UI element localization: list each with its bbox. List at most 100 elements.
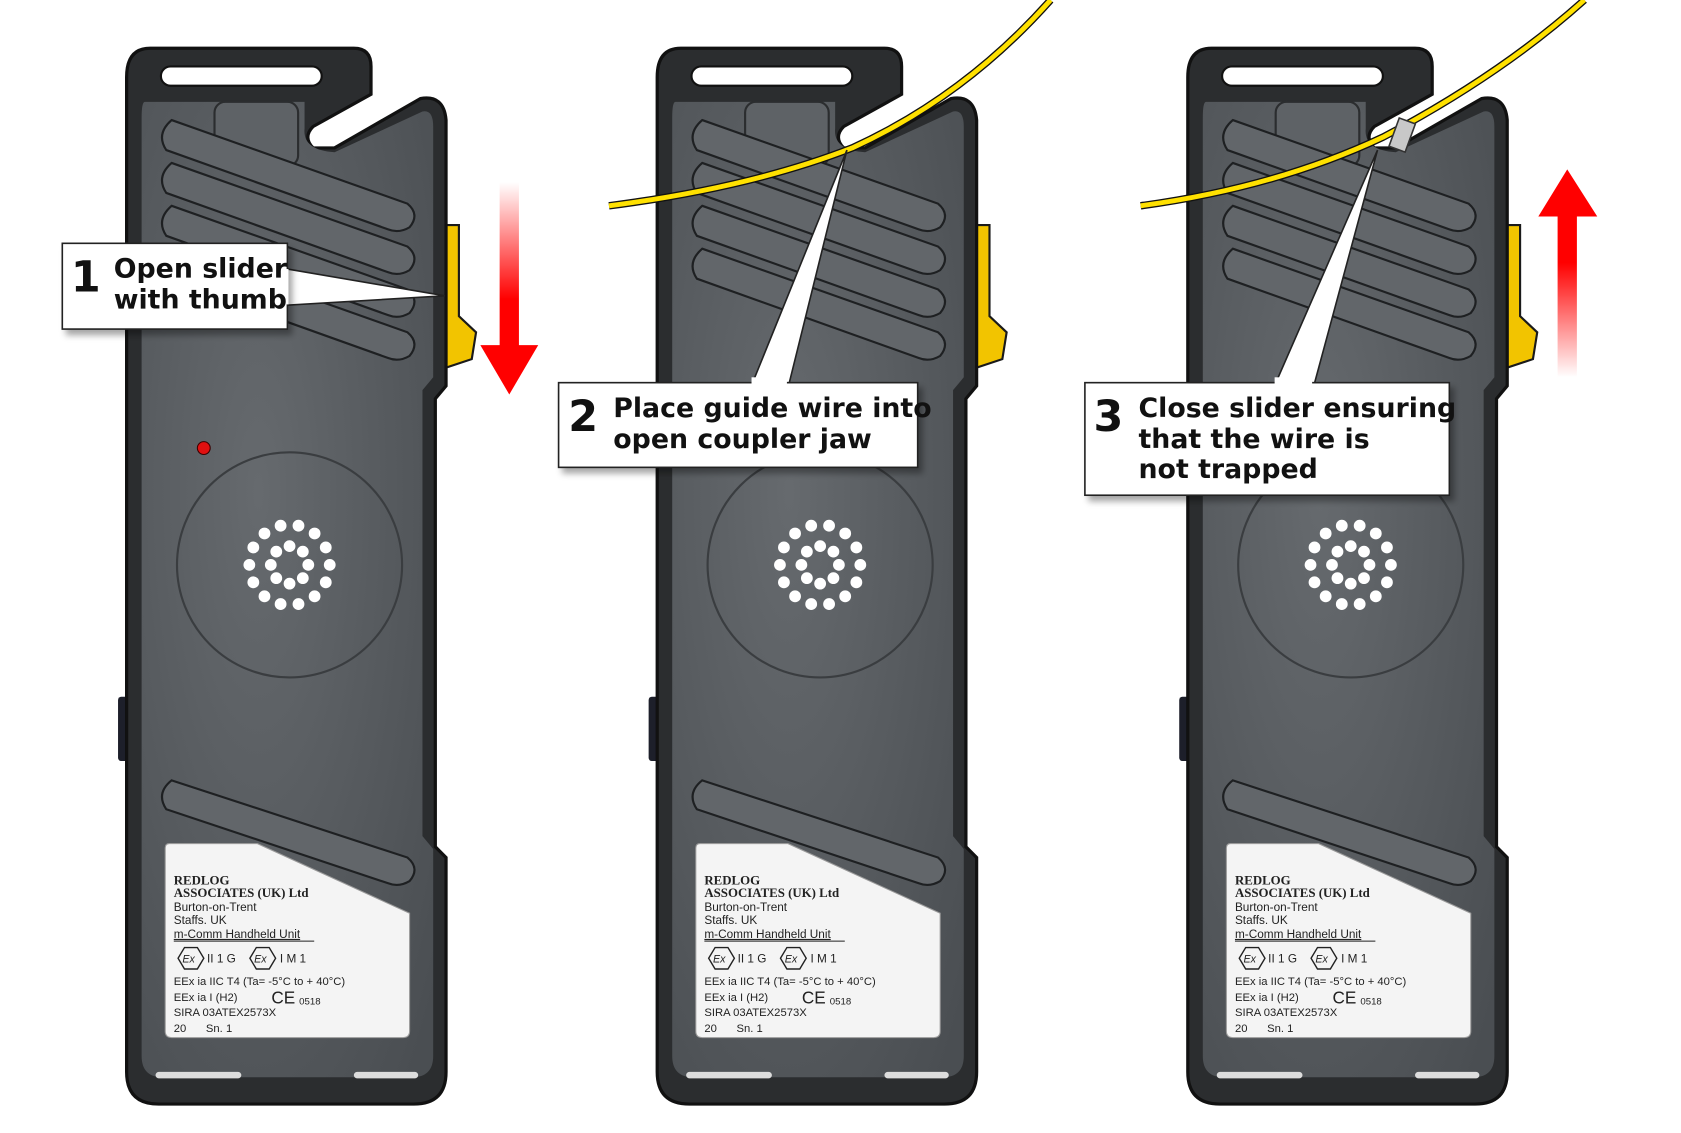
plate-line: REDLOG bbox=[174, 873, 230, 887]
step-number: 2 bbox=[568, 392, 598, 442]
step-text: Close slider ensuring bbox=[1138, 393, 1456, 424]
speaker-hole bbox=[823, 598, 835, 610]
ex-mark-text: Ex bbox=[713, 954, 726, 966]
speaker-hole bbox=[302, 558, 315, 571]
plate-line: ASSOCIATES (UK) Ltd bbox=[174, 886, 309, 900]
plate-line: II 1 G bbox=[207, 953, 236, 966]
speaker-hole bbox=[854, 558, 867, 571]
plate-line: m-Comm Handheld Unit bbox=[174, 928, 301, 941]
step-text: with thumb bbox=[114, 285, 287, 316]
speaker-hole bbox=[839, 590, 852, 603]
ex-mark-text: Ex bbox=[254, 954, 267, 966]
speaker-hole bbox=[247, 576, 260, 589]
plate-line: Staffs. UK bbox=[1235, 914, 1288, 927]
ce-mark: CE bbox=[1333, 987, 1357, 1007]
speaker-hole bbox=[1335, 598, 1348, 610]
speaker-hole bbox=[1381, 576, 1393, 589]
plate-line: SIRA 03ATEX2573X bbox=[704, 1007, 807, 1019]
callout-step-1: 1 Open slider with thumb bbox=[61, 242, 446, 330]
plate-line: EEx ia I (H2) bbox=[704, 992, 768, 1004]
plate-line: SIRA 03ATEX2573X bbox=[174, 1007, 277, 1019]
speaker-hole bbox=[778, 576, 790, 589]
ce-number: 0518 bbox=[830, 996, 851, 1007]
ex-mark-icon bbox=[779, 946, 808, 970]
speaker-hole bbox=[805, 598, 818, 610]
guide-wire-step-2-fill bbox=[608, 0, 1053, 209]
speaker-hole bbox=[823, 519, 835, 532]
ex-mark-text: Ex bbox=[182, 954, 195, 966]
speaker-hole bbox=[323, 558, 336, 571]
ex-mark-icon bbox=[1238, 946, 1266, 970]
speaker-hole bbox=[1369, 590, 1382, 603]
speaker-hole bbox=[1385, 558, 1397, 571]
grip-grooves bbox=[1222, 118, 1477, 887]
callout-box bbox=[557, 381, 919, 469]
speaker-hole bbox=[308, 590, 321, 603]
speaker-hole bbox=[270, 572, 283, 585]
speaker-hole bbox=[1308, 576, 1321, 589]
speaker-hole bbox=[270, 545, 283, 558]
speaker-hole bbox=[258, 527, 271, 540]
plate-line: EEx ia I (H2) bbox=[1235, 992, 1299, 1004]
handle-slot bbox=[159, 65, 323, 87]
speaker-hole bbox=[850, 576, 863, 589]
speaker-hole bbox=[1344, 577, 1357, 590]
speaker-hole bbox=[1381, 541, 1393, 554]
speaker-hole bbox=[1331, 572, 1344, 585]
plate-line: 20 bbox=[1235, 1023, 1248, 1035]
ex-mark-text: Ex bbox=[785, 954, 798, 966]
plate-line: SIRA 03ATEX2573X bbox=[1235, 1007, 1338, 1019]
handheld-unit-step-3: REDLOG ASSOCIATES (UK) Ltd Burton-on-Tre… bbox=[1179, 46, 1539, 1106]
speaker-hole bbox=[789, 527, 801, 540]
plate-line: Sn. 1 bbox=[206, 1023, 232, 1035]
plate-line: Burton-on-Trent bbox=[704, 901, 787, 914]
grip-grooves bbox=[160, 118, 416, 887]
speaker-hole bbox=[1358, 545, 1370, 558]
plate-line: I M 1 bbox=[810, 953, 836, 966]
bottom-foot bbox=[155, 1071, 242, 1079]
speaker-hole bbox=[1319, 590, 1332, 603]
info-plate-text: REDLOG ASSOCIATES (UK) Ltd Burton-on-Tre… bbox=[704, 873, 876, 1035]
speaker-hole bbox=[1308, 541, 1321, 554]
ex-mark-icon bbox=[707, 946, 736, 970]
speaker-hole bbox=[827, 572, 840, 585]
speaker-hole bbox=[1326, 558, 1338, 571]
speaker-hole bbox=[1353, 519, 1366, 532]
speaker-grille bbox=[243, 519, 336, 610]
speaker-grille bbox=[774, 519, 867, 610]
bottom-foot bbox=[353, 1071, 419, 1079]
speaker-hole bbox=[243, 558, 256, 571]
step-text: Open slider bbox=[114, 254, 288, 285]
plate-line: Burton-on-Trent bbox=[174, 901, 257, 914]
speaker-hole bbox=[795, 558, 808, 571]
closed-slider-jaw bbox=[1387, 116, 1417, 154]
speaker-hole bbox=[274, 519, 287, 532]
plate-line: Burton-on-Trent bbox=[1235, 901, 1318, 914]
plate-line: Sn. 1 bbox=[737, 1023, 763, 1035]
plate-line: m-Comm Handheld Unit bbox=[1235, 928, 1362, 941]
speaker-hole bbox=[1369, 527, 1382, 540]
speaker-hole bbox=[292, 598, 305, 610]
ex-mark-icon bbox=[177, 946, 205, 970]
plate-line: m-Comm Handheld Unit bbox=[704, 928, 831, 941]
speaker-hole bbox=[1363, 558, 1376, 571]
speaker-hole bbox=[264, 558, 277, 571]
plate-line: II 1 G bbox=[1268, 953, 1297, 966]
speaker-hole bbox=[1335, 519, 1348, 532]
bottom-foot bbox=[884, 1071, 949, 1079]
arrow-down-icon bbox=[480, 182, 539, 395]
plate-line: 20 bbox=[174, 1023, 187, 1035]
speaker-hole bbox=[814, 577, 827, 590]
plate-line: II 1 G bbox=[738, 953, 767, 966]
info-plate-text: REDLOG ASSOCIATES (UK) Ltd Burton-on-Tre… bbox=[1234, 873, 1407, 1035]
step-number: 1 bbox=[71, 253, 101, 303]
plate-line: EEx ia IIC T4 (Ta= -5°C to + 40°C) bbox=[1235, 976, 1407, 988]
speaker-hole bbox=[827, 545, 840, 558]
ce-mark: CE bbox=[271, 987, 295, 1007]
plate-line: ASSOCIATES (UK) Ltd bbox=[1235, 886, 1370, 900]
speaker-hole bbox=[319, 576, 332, 589]
info-plate-text: REDLOG ASSOCIATES (UK) Ltd Burton-on-Tre… bbox=[173, 873, 345, 1035]
speaker-hole bbox=[774, 558, 786, 571]
bottom-foot bbox=[1415, 1071, 1480, 1079]
plate-line: Staffs. UK bbox=[704, 914, 757, 927]
